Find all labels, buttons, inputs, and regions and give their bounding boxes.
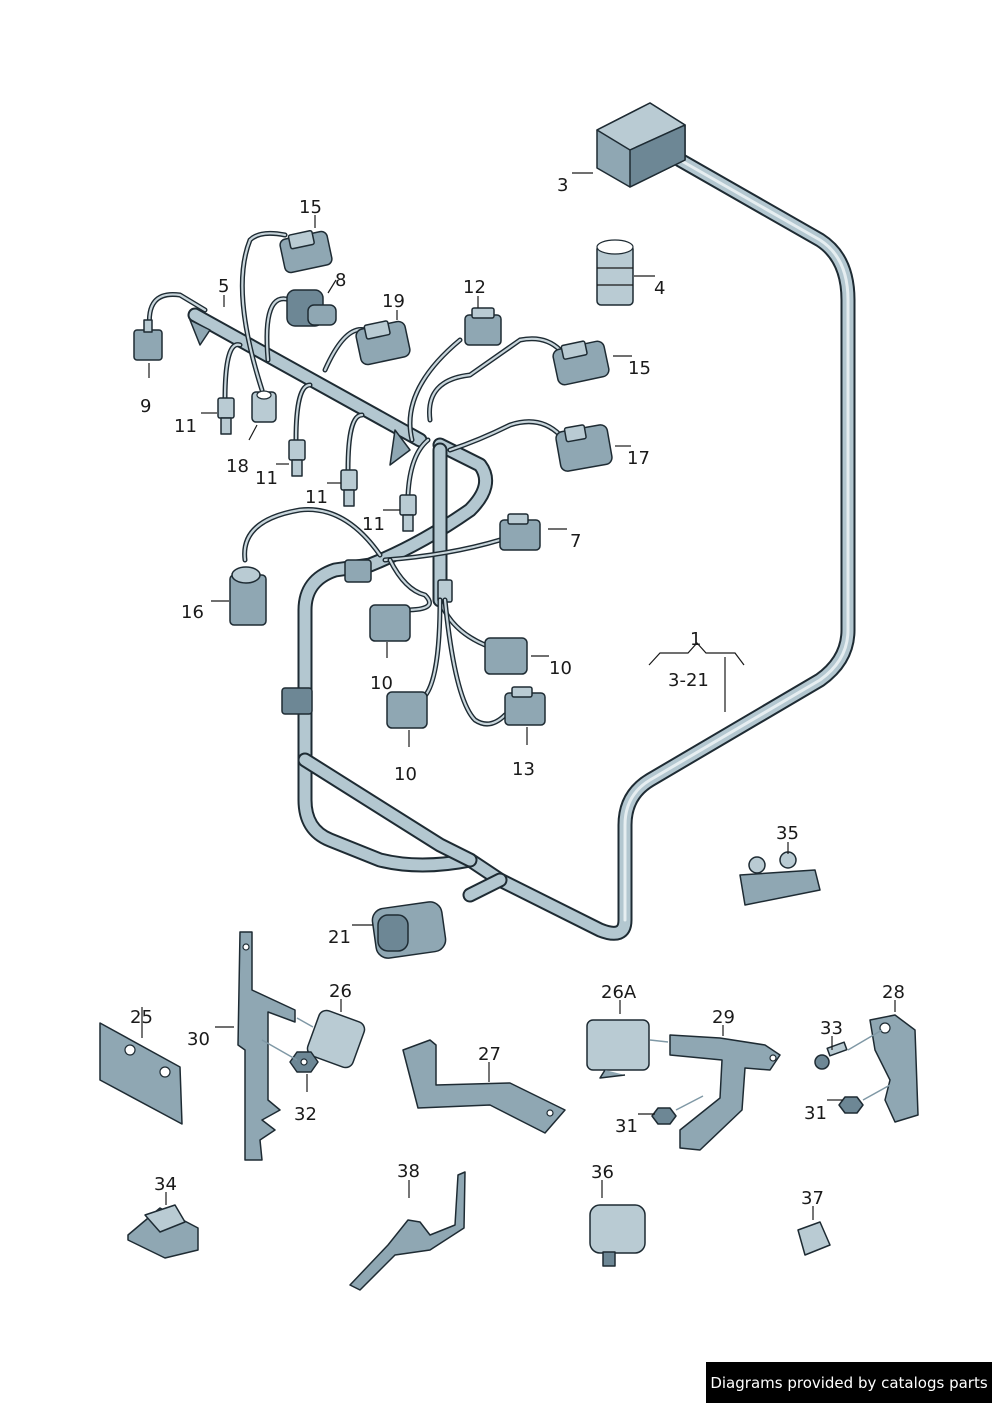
part-10-connectors: [369, 604, 528, 729]
assembly-line: [649, 1039, 669, 1043]
part-31-nut-left: [651, 1107, 677, 1125]
group-bracket: [648, 642, 745, 666]
part-30-bracket: [237, 931, 296, 1161]
callout-38: 38: [397, 1161, 420, 1182]
callout-17: 17: [627, 448, 650, 469]
part-29-bracket: [669, 1034, 781, 1151]
callout-15-right: 15: [628, 358, 651, 379]
callout-16: 16: [181, 602, 204, 623]
assembly-line: [847, 1029, 883, 1051]
part-9-sensor: [133, 319, 163, 361]
part-15-connector-top: [279, 229, 333, 274]
part-5-rail-clips: [189, 319, 411, 466]
callout-26: 26: [329, 981, 352, 1002]
part-25-plate: [99, 1022, 183, 1125]
part-37-clip: [797, 1221, 831, 1256]
part-4-sleeve: [596, 239, 634, 306]
part-26a-holder: [586, 1019, 650, 1079]
callout-10-a: 10: [370, 673, 393, 694]
callout-9: 9: [140, 396, 151, 417]
callout-5: 5: [218, 276, 229, 297]
callout-10-b: 10: [549, 658, 572, 679]
part-12-connector: [464, 307, 502, 346]
assembly-line: [261, 1039, 298, 1061]
part-36-clip: [589, 1204, 646, 1267]
callout-32: 32: [294, 1104, 317, 1125]
callout-11-c: 11: [305, 487, 328, 508]
callout-35: 35: [776, 823, 799, 844]
callout-26a: 26A: [601, 982, 637, 1003]
callout-7: 7: [570, 531, 581, 552]
callout-12: 12: [463, 277, 486, 298]
branch-wires: [146, 230, 563, 727]
callout-8: 8: [335, 270, 346, 291]
part-15-connector-right: [552, 340, 610, 386]
part-35-clip: [739, 851, 821, 906]
callout-36: 36: [591, 1162, 614, 1183]
part-21-connector: [371, 901, 447, 959]
callout-21: 21: [328, 927, 351, 948]
callout-31-left: 31: [615, 1116, 638, 1137]
callout-31-right: 31: [804, 1103, 827, 1124]
part-13-connector: [504, 686, 546, 726]
part-32-nut: [289, 1051, 319, 1073]
callouts: 3 4 15 5 8 19 12 15 17 9 11 18 11 11 11 …: [130, 172, 905, 1220]
part-34-clip: [127, 1204, 199, 1259]
part-28-bracket: [869, 1014, 919, 1123]
callout-11-d: 11: [362, 514, 385, 535]
callout-11-b: 11: [255, 468, 278, 489]
assembly-line: [296, 1017, 314, 1028]
part-19-connector: [355, 320, 411, 366]
part-18-sensor: [251, 390, 277, 423]
credit-banner: Diagrams provided by catalogs parts: [706, 1362, 992, 1403]
part-16-connector: [229, 566, 267, 626]
credit-text: Diagrams provided by catalogs parts: [710, 1373, 988, 1392]
main-harness-trunk: [187, 152, 856, 941]
callout-1-range: 3-21: [668, 670, 709, 691]
callout-28: 28: [882, 982, 905, 1003]
callout-19: 19: [382, 291, 405, 312]
callout-3: 3: [557, 175, 568, 196]
callout-18: 18: [226, 456, 249, 477]
callout-30: 30: [187, 1029, 210, 1050]
callout-29: 29: [712, 1007, 735, 1028]
part-26-clip: [306, 1009, 366, 1069]
callout-33: 33: [820, 1018, 843, 1039]
callout-15-top: 15: [299, 197, 322, 218]
callout-11-a: 11: [174, 416, 197, 437]
callout-34: 34: [154, 1174, 177, 1195]
part-33-bolt: [814, 1041, 848, 1070]
part-7-connector: [499, 513, 541, 551]
callout-10-c: 10: [394, 764, 417, 785]
callout-13: 13: [512, 759, 535, 780]
part-31-nut-right: [838, 1096, 864, 1114]
callout-37: 37: [801, 1188, 824, 1209]
part-38-bracket: [349, 1171, 466, 1291]
part-27-bracket: [402, 1039, 566, 1134]
assembly-line: [862, 1084, 891, 1101]
part-17-connector: [555, 424, 613, 472]
callout-1: 1: [690, 629, 701, 650]
callout-4: 4: [654, 278, 665, 299]
part-11-injectors: [217, 397, 417, 532]
assembly-line: [675, 1095, 704, 1111]
callout-27: 27: [478, 1044, 501, 1065]
part-3-connector: [596, 102, 686, 188]
part-8-connector: [286, 289, 337, 327]
